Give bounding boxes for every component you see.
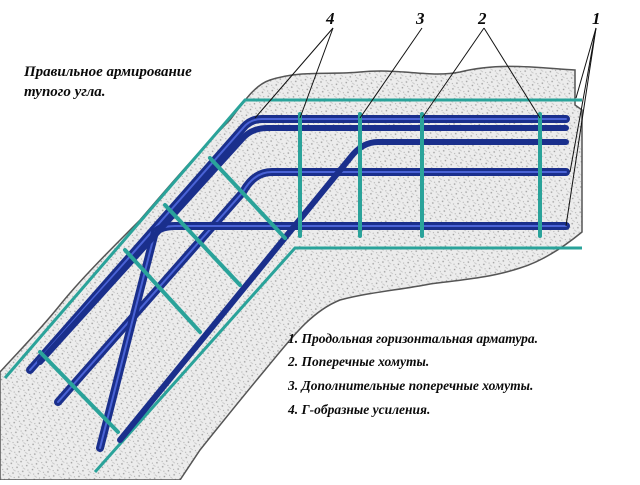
callout-2: 2 bbox=[477, 9, 487, 28]
stirrup-d-2 bbox=[163, 203, 242, 287]
stirrup-d-1 bbox=[208, 156, 287, 240]
additional-rebar-3 bbox=[117, 139, 569, 443]
legend-item-1: 1. Продольная горизонтальная арматура. bbox=[288, 331, 538, 346]
stirrup-d-4 bbox=[38, 350, 120, 434]
callout-4: 4 bbox=[325, 9, 335, 28]
diagram-title-line1: Правильное армирование bbox=[23, 64, 192, 80]
concrete-edge-outer bbox=[3, 98, 582, 379]
concrete-edge-inner bbox=[93, 246, 582, 473]
rebar-outer-hl bbox=[29, 118, 567, 371]
legend-item-4: 4. Г-образные усиления. bbox=[287, 402, 430, 417]
stirrups bbox=[38, 112, 542, 434]
legend-item-2: 2. Поперечные хомуты. bbox=[287, 354, 429, 369]
callout-leaders bbox=[254, 27, 597, 227]
l-shaped-reinforcement bbox=[37, 125, 569, 365]
stirrup-d-3 bbox=[123, 248, 202, 334]
callout-3: 3 bbox=[415, 9, 425, 28]
legend: 1. Продольная горизонтальная арматура. 2… bbox=[287, 331, 538, 417]
diagram-title-line2: тупого угла. bbox=[24, 84, 106, 100]
callout-1: 1 bbox=[592, 9, 601, 28]
legend-item-3: 3. Дополнительные поперечные хомуты. bbox=[287, 378, 533, 393]
